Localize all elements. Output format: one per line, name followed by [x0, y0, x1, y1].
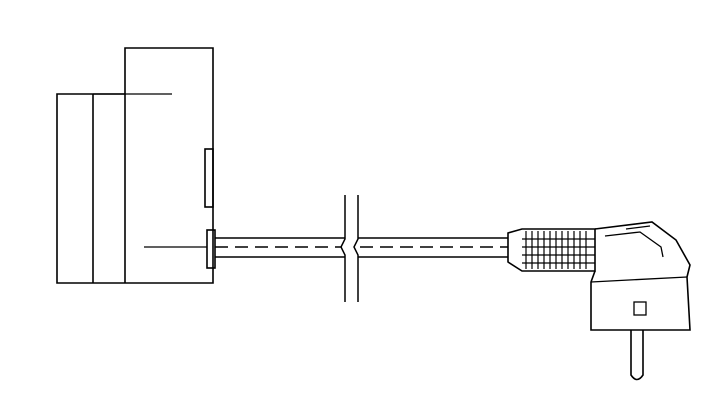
plug-head-ridge [604, 231, 664, 258]
cable [215, 237, 508, 258]
break-line-left [340, 195, 346, 302]
plug-head-face [590, 276, 688, 283]
plug-grip-ribs [522, 231, 595, 269]
plug-head [590, 221, 691, 331]
plug-grip-body [507, 228, 596, 272]
strain-relief [206, 229, 216, 269]
plug-pin [630, 330, 644, 381]
schuko-angled-plug [507, 221, 691, 381]
cable-break-symbol [340, 195, 359, 302]
break-line-right [353, 195, 359, 302]
housing-outline [56, 47, 214, 284]
side-switch [204, 148, 214, 208]
plug-pin-collar [633, 301, 647, 316]
power-adapter-housing [56, 47, 216, 284]
plug-head-tab [625, 225, 651, 230]
